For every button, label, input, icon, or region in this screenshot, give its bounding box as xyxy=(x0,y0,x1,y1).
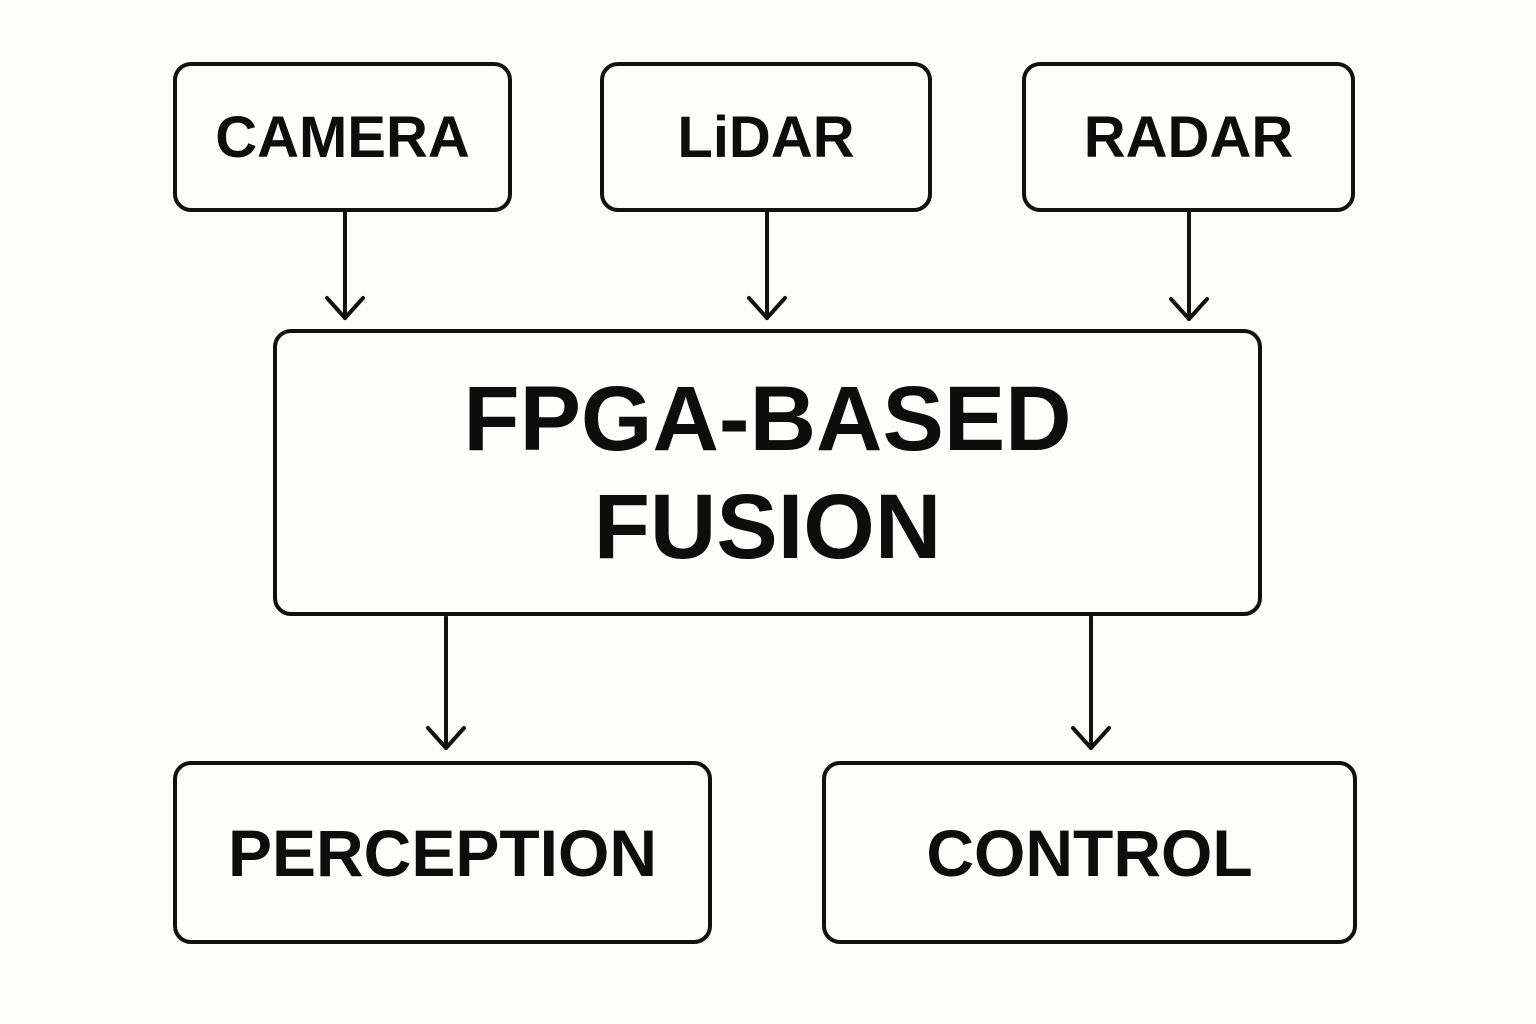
node-fpga-fusion: FPGA-BASED FUSION xyxy=(273,329,1262,616)
node-label-line2: FUSION xyxy=(593,475,942,578)
node-label: RADAR xyxy=(1083,104,1294,170)
arrowhead-icon xyxy=(1071,726,1111,750)
edge-camera-to-fusion xyxy=(325,211,365,320)
edge-radar-to-fusion xyxy=(1169,211,1209,321)
node-label: LiDAR xyxy=(677,104,855,170)
node-label: PERCEPTION xyxy=(227,815,658,890)
arrowhead-icon xyxy=(325,296,365,320)
node-perception: PERCEPTION xyxy=(173,761,712,944)
arrowhead-icon xyxy=(426,726,466,750)
node-control: CONTROL xyxy=(822,761,1357,944)
node-radar: RADAR xyxy=(1022,62,1355,212)
node-label: CAMERA xyxy=(215,104,470,170)
arrowhead-icon xyxy=(747,296,787,320)
node-label-line1: FPGA-BASED xyxy=(463,367,1072,470)
edge-lidar-to-fusion xyxy=(747,211,787,320)
edge-fusion-to-control xyxy=(1071,615,1111,750)
arrowhead-icon xyxy=(1169,297,1209,321)
node-camera: CAMERA xyxy=(173,62,512,212)
node-lidar: LiDAR xyxy=(600,62,932,212)
node-label: CONTROL xyxy=(926,815,1253,890)
edge-fusion-to-perception xyxy=(426,615,466,750)
